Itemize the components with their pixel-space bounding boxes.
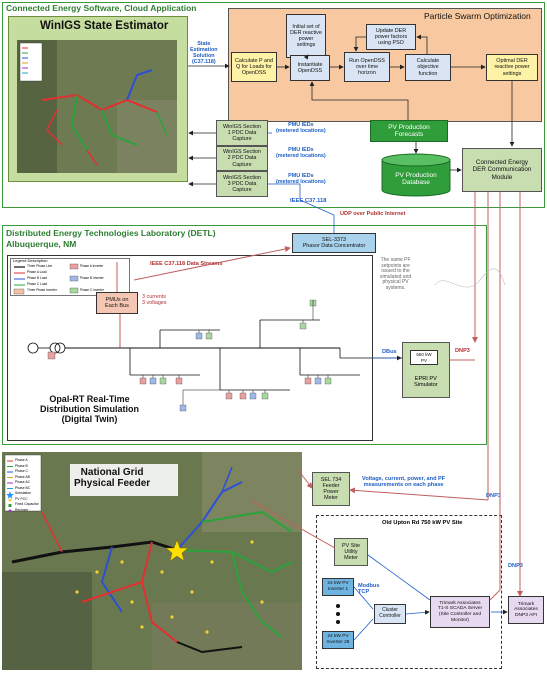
winigs-section-1: WinIGS Section 1 PDC Data Capture (216, 120, 268, 146)
pv-forecasts-box: PV Production Forecasts (370, 120, 448, 142)
epri-pv-label: EPRI PV Simulator (414, 376, 438, 389)
pso-calc-objective: Calculate objective function (405, 54, 451, 81)
ngrid-legend-7: PV PCC (15, 496, 28, 501)
pmu-label-3: PMU IEDs (metered locations) (276, 173, 326, 185)
ngrid-legend-8: Fixed Capacitor (15, 502, 39, 506)
pmus-box: PMUs on Each Bus (96, 292, 138, 314)
pv-650-box: 650 kW PV (410, 350, 438, 365)
trimark-api-box: Trimark Associates DNP3 API (508, 596, 544, 624)
winigs-section-3: WinIGS Section 3 PDC Data Capture (216, 171, 268, 197)
old-upton-title: Old Upton Rd 750 kW PV Site (382, 520, 463, 526)
pso-instantiate: Instantiate OpenDSS (290, 55, 330, 81)
legend-item-2: Phase B Load (27, 276, 48, 280)
ce-der-module: Connected Energy DER Communication Modul… (462, 148, 542, 192)
inverter-28-box: 24 kW PV Inverter 28 (322, 631, 354, 649)
ngrid-legend-6: Substation (15, 491, 32, 495)
winigs-map-image (17, 40, 177, 173)
ngrid-legend-5: Phase BC (15, 485, 31, 490)
pmu-label-2: PMU IEDs (metered locations) (276, 147, 326, 159)
legend-item-4: Three Phase Inverter (27, 288, 57, 292)
ngrid-title-bg (70, 464, 178, 496)
opal-title: Opal-RT Real-Time Distribution Simulatio… (40, 394, 139, 424)
pso-run-opendss: Run OpenDSS over time horizon (344, 52, 390, 82)
ngrid-legend-4: Phase AC (15, 480, 31, 484)
inverter-1-box: 24 kW PV Inverter 1 (322, 578, 354, 596)
ngrid-legend-9: Recloser (15, 507, 29, 512)
ngrid-legend-2: Phase C (15, 469, 29, 473)
ieee-c37-label: IEEE C37.118 (290, 198, 327, 204)
trimark-scada-box: Trimark Associates T1-S SCADA Server (Si… (430, 596, 490, 628)
ngrid-dnp3-b: DNP3 (508, 563, 523, 569)
legend-item-6: Phase B Inverter (80, 276, 104, 280)
pmu-label-1: PMU IEDs (metered locations) (276, 122, 326, 134)
sel3373-box: SEL-3373 Phasor Data Concentrator (292, 233, 376, 253)
detl-title: Distributed Energy Technologies Laborato… (6, 228, 216, 238)
modbus-label: Modbus TCP (358, 583, 380, 596)
udp-label: UDP over Public Internet (340, 211, 406, 217)
detl-subtitle: Albuquerque, NM (6, 239, 77, 249)
pv-database-label: PV Production Database (395, 171, 437, 186)
ngrid-legend-3: Phase AB (15, 474, 30, 479)
ngrid-dnp3-a: DNP3 (486, 493, 501, 499)
winigs-feeder-lines (17, 40, 177, 173)
cloud-title: Connected Energy Software, Cloud Applica… (6, 3, 197, 13)
pso-title: Particle Swarm Optimization (424, 11, 531, 21)
sel734-box: SEL 734 Feeder Power Meter (312, 472, 350, 506)
detl-legend-title: Legend Description (13, 258, 48, 263)
utility-meter-box: PV Site Utility Meter (334, 538, 368, 566)
ngrid-legend-1: Phase B (15, 463, 28, 468)
cluster-controller-box: Cluster Controller (374, 604, 406, 624)
winigs-title: WinIGS State Estimator (40, 20, 169, 32)
ngrid-legend-0: Phase A (15, 458, 28, 462)
old-upton-site-frame (316, 515, 502, 669)
ngrid-title: National Grid Physical Feeder (74, 467, 151, 489)
pso-initial-settings: Initial set of DER reactive power settin… (286, 14, 326, 58)
measurement-label: Voltage, current, power, and PF measurem… (362, 476, 446, 489)
pso-calc-pq: Calculate P and Q for Loads for OpenDSS (231, 52, 277, 82)
pso-optimal-settings: Optimal DER reactive power settings (486, 54, 538, 81)
winigs-section-2: WinIGS Section 2 PDC Data Capture (216, 146, 268, 171)
ieee-streams-label: IEEE C37.118 Data Streams (150, 261, 223, 267)
detl-dnp3-label: DNP3 (455, 348, 470, 354)
pmus-desc: 3 currents 3 voltages (142, 294, 167, 306)
legend-item-0: Three Phase Line (27, 264, 53, 268)
legend-item-1: Phase A Load (27, 270, 47, 274)
detl-frame (2, 225, 487, 445)
legend-item-3: Phase C Load (27, 282, 48, 286)
state-estimation-label: State Estimation Solution (C37.118) (190, 41, 218, 65)
pf-setpoint-note: The same PF setpoints are issued to the … (380, 257, 412, 291)
dbus-label: DBus (382, 349, 397, 355)
legend-item-5: Phase A Inverter (80, 264, 104, 268)
pso-update-pf: Update DER power factors using PSO (366, 24, 416, 50)
legend-item-7: Phase C Inverter (80, 288, 104, 292)
